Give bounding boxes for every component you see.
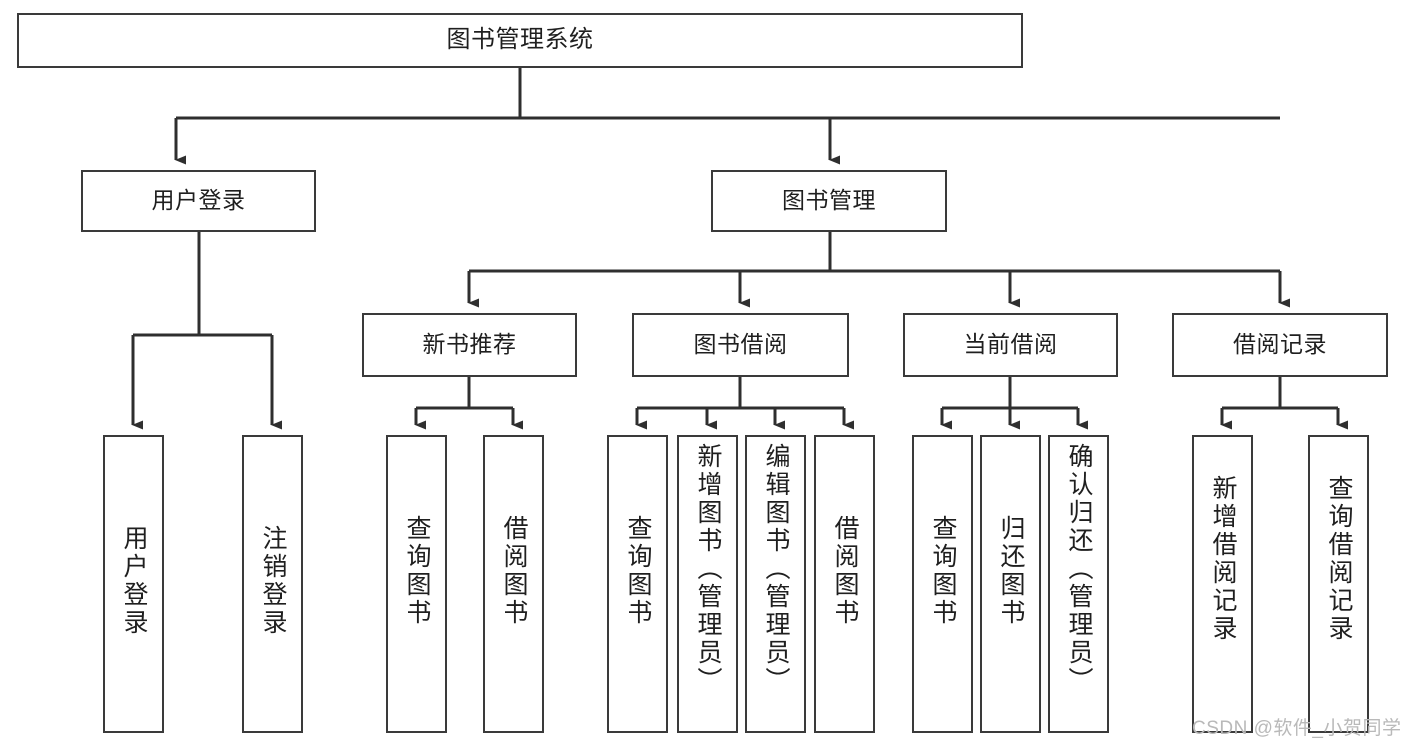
node-label: 图书管理	[782, 187, 876, 214]
node-book-manage[interactable]: 图书管理	[711, 170, 947, 232]
node-label: 查询图书	[624, 515, 652, 627]
node-label: 图书管理系统	[446, 26, 594, 54]
node-label: 用户登录	[120, 525, 148, 637]
leaf-user-login[interactable]: 用户登录	[103, 435, 164, 733]
node-label: 查询图书	[403, 515, 431, 627]
node-root-book-management-system[interactable]: 图书管理系统	[17, 13, 1023, 68]
node-label: 编辑图书（管理员）	[762, 443, 790, 695]
node-label: 查询借阅记录	[1325, 475, 1353, 643]
leaf-add-borrow-record[interactable]: 新增借阅记录	[1192, 435, 1253, 733]
leaf-edit-book[interactable]: 编辑图书（管理员）	[745, 435, 806, 733]
leaf-query-book-current[interactable]: 查询图书	[912, 435, 973, 733]
node-label: 新书推荐	[422, 331, 517, 358]
node-current-borrow[interactable]: 当前借阅	[903, 313, 1118, 377]
leaf-query-borrow-record[interactable]: 查询借阅记录	[1308, 435, 1369, 733]
node-label: 确认归还（管理员）	[1065, 443, 1093, 695]
node-label: 归还图书	[997, 515, 1025, 627]
node-label: 查询图书	[929, 515, 957, 627]
node-label: 借阅记录	[1233, 331, 1327, 358]
node-user-login[interactable]: 用户登录	[81, 170, 316, 232]
leaf-borrow-book-borrow[interactable]: 借阅图书	[814, 435, 875, 733]
node-label: 用户登录	[151, 187, 246, 214]
leaf-borrow-book-recommend[interactable]: 借阅图书	[483, 435, 544, 733]
leaf-confirm-return[interactable]: 确认归还（管理员）	[1048, 435, 1109, 733]
node-new-book-recommend[interactable]: 新书推荐	[362, 313, 577, 377]
leaf-query-book-recommend[interactable]: 查询图书	[386, 435, 447, 733]
node-label: 当前借阅	[963, 331, 1058, 358]
node-label: 新增图书（管理员）	[694, 443, 722, 695]
node-label: 注销登录	[259, 525, 287, 637]
leaf-logout-login[interactable]: 注销登录	[242, 435, 303, 733]
node-book-borrow[interactable]: 图书借阅	[632, 313, 849, 377]
node-label: 新增借阅记录	[1209, 475, 1237, 643]
node-label: 借阅图书	[831, 515, 859, 627]
leaf-query-book-borrow[interactable]: 查询图书	[607, 435, 668, 733]
csdn-watermark: CSDN @软件_小贺同学	[1192, 718, 1402, 739]
node-label: 图书借阅	[693, 331, 788, 358]
node-borrow-record[interactable]: 借阅记录	[1172, 313, 1388, 377]
leaf-return-book[interactable]: 归还图书	[980, 435, 1041, 733]
leaf-add-book[interactable]: 新增图书（管理员）	[677, 435, 738, 733]
node-label: 借阅图书	[500, 515, 528, 627]
